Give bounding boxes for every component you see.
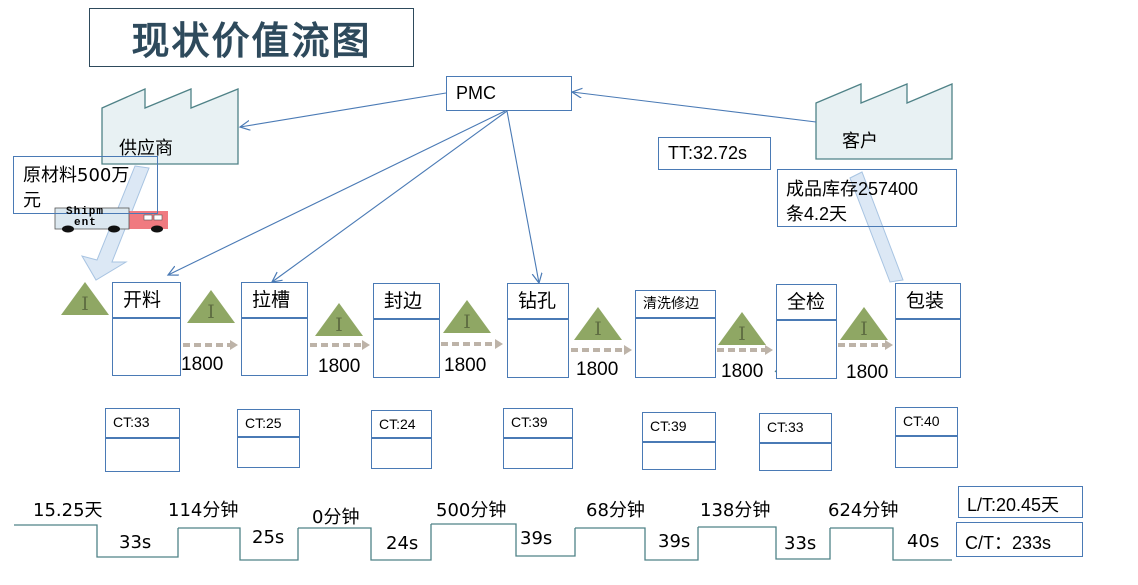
raw-material-box: 原材料500万 元 <box>13 156 158 214</box>
inventory-triangle-icon: I <box>315 303 363 336</box>
process-box-7: 包装 <box>895 283 961 378</box>
lead-time-box: L/T:20.45天 <box>958 486 1083 518</box>
process-time: 24s <box>386 533 419 554</box>
process-box-5: 清洗修边 <box>635 290 716 378</box>
process-box-3: 封边 <box>373 283 440 378</box>
process-time: 25s <box>252 527 285 548</box>
timeline-line <box>14 523 952 561</box>
wait-time: 15.25天 <box>33 500 103 521</box>
cycle-time: C/T：233s <box>965 533 1052 553</box>
takt-time-box: TT:32.72s <box>658 137 771 170</box>
wait-time: 0分钟 <box>312 507 360 528</box>
inventory-letter: I <box>738 323 746 345</box>
supplier-factory-icon <box>101 88 239 165</box>
cycle-time-value: CT:33 <box>106 409 179 439</box>
process-name: 开料 <box>113 283 180 319</box>
process-name: 钻孔 <box>508 284 568 320</box>
cycle-time-value: CT:39 <box>504 409 572 439</box>
process-time: 33s <box>119 532 152 553</box>
process-name: 全检 <box>777 285 836 321</box>
finished-goods-flow-arrow <box>849 171 904 283</box>
process-name: 拉槽 <box>242 283 307 319</box>
customer-factory-icon <box>815 83 953 160</box>
data-box-4: CT:39 <box>503 408 573 469</box>
pmc-box: PMC <box>446 76 572 111</box>
title-box: 现状价值流图 <box>89 8 414 67</box>
inventory-letter: I <box>594 318 602 340</box>
inventory-triangle-icon: I <box>718 312 766 345</box>
truck-label-2: ent <box>74 217 97 229</box>
takt-time: TT:32.72s <box>668 143 748 163</box>
wait-time: 138分钟 <box>700 500 771 521</box>
inventory-triangle-icon: I <box>443 300 491 333</box>
push-arrow-icon <box>310 340 370 350</box>
cycle-time-value: CT:40 <box>896 408 957 437</box>
fg-inventory-box: 成品库存257400 条4.2天 <box>777 169 957 227</box>
process-time: 33s <box>784 533 817 554</box>
wait-time: 68分钟 <box>586 500 645 521</box>
raw-material-line1: 原材料500万 <box>23 165 130 186</box>
push-arrow-icon <box>571 345 632 355</box>
page-title: 现状价值流图 <box>131 19 372 63</box>
cycle-time-value: CT:25 <box>238 410 299 438</box>
process-time: 39s <box>658 531 691 552</box>
push-quantity: 1800 <box>846 362 889 383</box>
fg-inventory-line1: 成品库存257400 <box>786 179 919 199</box>
data-box-6: CT:33 <box>759 413 832 471</box>
process-box-4: 钻孔 <box>507 283 569 378</box>
wait-time: 500分钟 <box>436 500 507 521</box>
pmc-label: PMC <box>456 83 496 103</box>
push-quantity: 1800 <box>721 361 764 382</box>
customer-label: 客户 <box>842 131 878 152</box>
push-arrow-icon <box>717 345 773 355</box>
push-quantity: 1800 <box>318 356 361 377</box>
truck-label-1: Shipm <box>66 206 105 218</box>
supplier-label: 供应商 <box>119 138 173 159</box>
data-box-3: CT:24 <box>371 410 432 469</box>
fg-inventory-line2: 条4.2天 <box>786 204 848 224</box>
process-box-2: 拉槽 <box>241 282 308 376</box>
inventory-letter: I <box>463 311 471 333</box>
inventory-triangle-icon: I <box>187 290 235 323</box>
process-name: 封边 <box>374 284 439 320</box>
push-arrow-icon <box>441 339 503 349</box>
process-box-1: 开料 <box>112 282 181 376</box>
data-box-5: CT:39 <box>642 412 716 470</box>
inventory-triangle-icon: I <box>61 282 109 315</box>
push-quantity: 1800 <box>444 355 487 376</box>
inventory-letter: I <box>335 314 343 336</box>
cycle-time-value: CT:39 <box>643 413 715 443</box>
push-quantity: 1800 <box>181 354 224 375</box>
timeline-ladder <box>14 523 952 561</box>
data-box-1: CT:33 <box>105 408 180 472</box>
process-box-6: 全检 <box>776 284 837 379</box>
cycle-time-box: C/T：233s <box>956 522 1083 557</box>
push-arrow-icon <box>183 340 238 350</box>
process-time: 40s <box>907 531 940 552</box>
process-name: 包装 <box>896 284 960 320</box>
lead-time: L/T:20.45天 <box>967 495 1060 515</box>
cycle-time-value: CT:33 <box>760 414 831 444</box>
wait-time: 624分钟 <box>828 500 899 521</box>
inventory-letter: I <box>81 293 89 315</box>
inventory-letter: I <box>860 318 868 340</box>
process-time: 39s <box>520 528 553 549</box>
data-box-2: CT:25 <box>237 409 300 468</box>
push-arrow-icon <box>838 340 893 350</box>
info-flow-arrows <box>168 92 817 283</box>
inventory-triangle-icon: I <box>840 307 888 340</box>
push-quantity: 1800 <box>576 359 619 380</box>
inventory-triangle-icon: I <box>574 307 622 340</box>
raw-material-line2: 元 <box>23 190 41 211</box>
wait-time: 114分钟 <box>168 500 239 521</box>
data-box-7: CT:40 <box>895 407 958 468</box>
inventory-letter: I <box>207 301 215 323</box>
inventory-triangles: I I I I I I I <box>61 282 888 345</box>
process-name: 清洗修边 <box>636 291 715 319</box>
cycle-time-value: CT:24 <box>372 411 431 439</box>
